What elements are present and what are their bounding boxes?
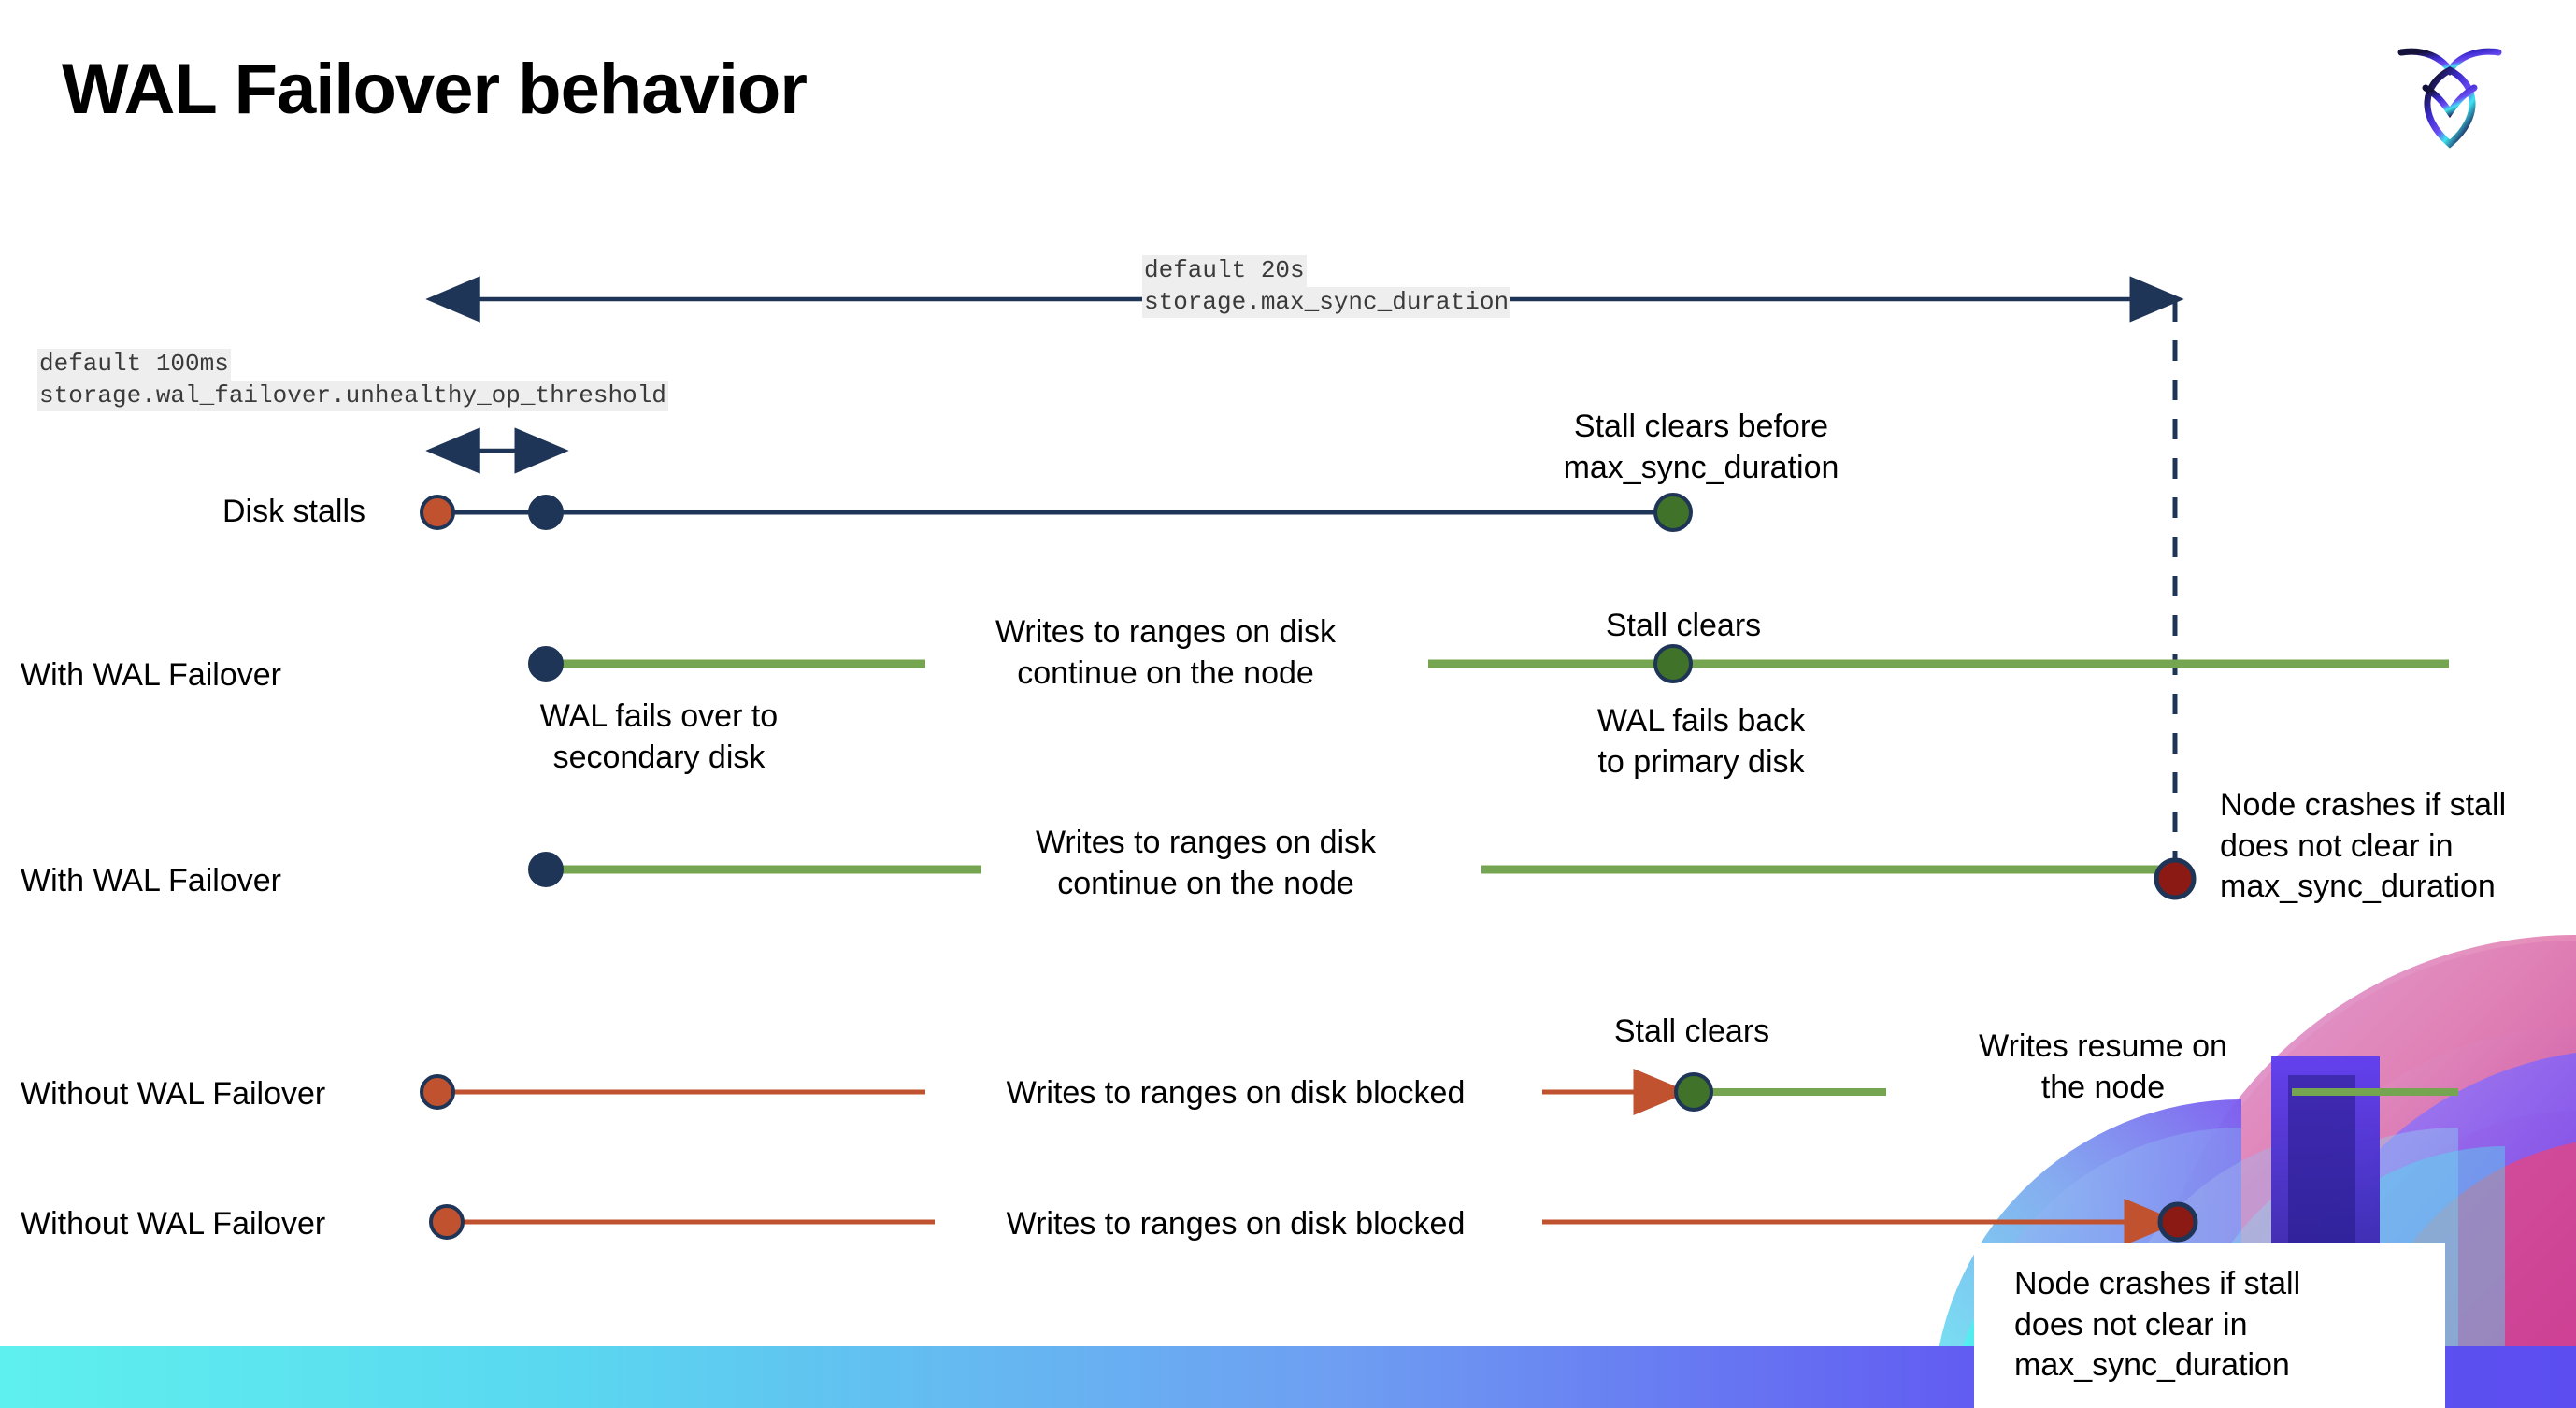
max-sync-setting-text: storage.max_sync_duration	[1142, 286, 1511, 319]
annotation-stall-clears-before-max-sync: Stall clears before max_sync_duration	[1563, 409, 1839, 485]
annotation-node-crashes-row5: Node crashes if stall does not clear in …	[2014, 1266, 2301, 1384]
row-label-without-wal-failover-2: Without WAL Failover	[21, 1206, 326, 1242]
annotation-writes-continue-row3: Writes to ranges on disk continue on the…	[1035, 825, 1377, 901]
annotation-stall-clears-row4: Stall clears	[1613, 1013, 1770, 1049]
disk-stall-clears-dot	[1653, 493, 1693, 532]
annotation-writes-blocked-row5: Writes to ranges on disk blocked	[1006, 1206, 1466, 1242]
no-failover-stall-start-dot	[420, 1074, 455, 1110]
no-failover-crash-start-dot	[429, 1204, 465, 1240]
max-sync-default-text: default 20s	[1142, 255, 1307, 287]
unhealthy-default-text: default 100ms	[37, 349, 231, 381]
page-title: WAL Failover behavior	[62, 50, 808, 129]
unhealthy-setting-text: storage.wal_failover.unhealthy_op_thresh…	[37, 380, 668, 412]
wal-failover-crash-dot	[2154, 857, 2197, 900]
row-label-without-wal-failover-1: Without WAL Failover	[21, 1076, 326, 1112]
row-label-with-wal-failover-2: With WAL Failover	[21, 863, 281, 898]
annotation-wal-fails-back: WAL fails back to primary disk	[1596, 703, 1806, 780]
row-label-with-wal-failover-1: With WAL Failover	[21, 657, 281, 693]
annotation-writes-continue-row2: Writes to ranges on disk continue on the…	[995, 614, 1337, 691]
unhealthy-op-threshold-annotation: default 100ms storage.wal_failover.unhea…	[37, 349, 668, 412]
wal-failover-start-dot	[528, 646, 564, 682]
disk-stall-threshold-dot	[528, 495, 564, 530]
annotation-wal-fails-over: WAL fails over to secondary disk	[539, 698, 779, 775]
annotation-node-crashes-row3: Node crashes if stall does not clear in …	[2220, 787, 2507, 905]
annotation-stall-clears-row2: Stall clears	[1605, 608, 1762, 643]
wal-failover-stall-clears-dot	[1653, 644, 1693, 683]
row-label-disk-stalls: Disk stalls	[222, 494, 366, 529]
no-failover-crash-dot	[2157, 1201, 2198, 1243]
wal-failover-crash-start-dot	[528, 852, 564, 887]
cockroach-labs-logo-icon	[2397, 48, 2502, 149]
caption-backdrop	[1974, 1243, 2445, 1408]
no-failover-stall-clears-dot	[1674, 1072, 1713, 1112]
max-sync-duration-annotation: default 20s storage.max_sync_duration	[1142, 255, 1511, 319]
annotation-writes-blocked-row4: Writes to ranges on disk blocked	[1006, 1075, 1466, 1111]
annotation-writes-resume: Writes resume on the node	[1979, 1028, 2227, 1105]
disk-stall-start-dot	[420, 495, 455, 530]
